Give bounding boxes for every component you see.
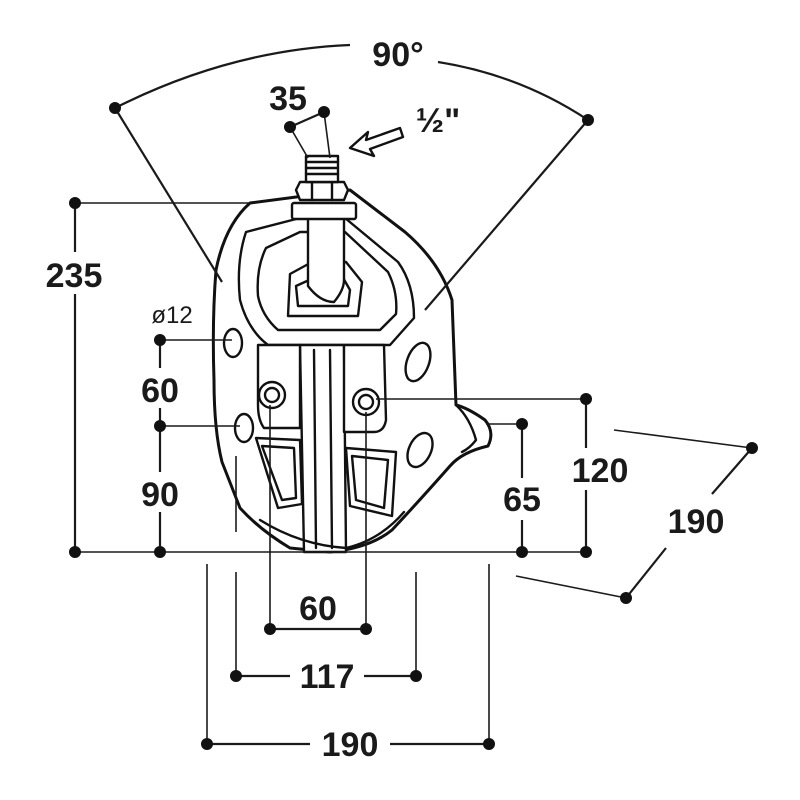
- bottom-bolt-spacing-dimension: 60: [264, 405, 372, 635]
- inner-frame-outer: [237, 216, 416, 347]
- depth-dot-bottom: [620, 592, 632, 604]
- mid-width-dot-right: [410, 670, 422, 682]
- label-bolt-60-bg: [290, 590, 348, 624]
- angle-dot-left: [109, 102, 121, 114]
- angle-arc-left: [114, 43, 351, 109]
- nipple-ext-right: [323, 111, 331, 159]
- depth-dimension: 190: [515, 429, 758, 604]
- bowl-bottom-curve: [258, 510, 406, 550]
- depth-ext-top: [613, 429, 753, 449]
- height-235-dot-top: [69, 197, 81, 209]
- inner-frame-inner: [256, 230, 398, 332]
- left-dot-top: [154, 334, 166, 346]
- height-65-dot-bottom: [516, 546, 528, 558]
- thread-label: ½": [416, 102, 460, 140]
- total-width-dot-right: [483, 738, 495, 750]
- bowl-body: [211, 154, 493, 554]
- mount-hole-upper-right: [404, 341, 432, 383]
- angle-dot-right: [582, 114, 594, 126]
- angle-label: 90°: [372, 36, 423, 74]
- mid-width-dot-left: [230, 670, 242, 682]
- height-235-dot-bottom: [69, 546, 81, 558]
- hole-spacing-label: 60: [141, 372, 179, 410]
- depth-line-lower: [625, 547, 667, 599]
- bolt-right-core: [357, 393, 375, 411]
- height-120-dot-top: [580, 393, 592, 405]
- nipple-width-dimension: 35: [269, 80, 331, 159]
- mid-width-dimension: 117: [230, 456, 422, 696]
- label-120-bg: [560, 448, 630, 490]
- height-65-label: 65: [503, 481, 541, 519]
- nipple-dim-line: [289, 110, 325, 129]
- depth-dot-top: [746, 442, 758, 454]
- hole-diameter-label: ø12: [151, 302, 192, 329]
- left-dot-mid: [154, 420, 166, 432]
- bottom-hole-spacing-label: 60: [299, 590, 337, 628]
- right-pocket-shade: [350, 454, 390, 510]
- label-90-bg: [132, 472, 188, 512]
- depth-ext-bottom: [515, 575, 627, 599]
- thread-arrow-icon: [348, 126, 405, 158]
- bottom-total-width-label: 190: [322, 726, 379, 764]
- valve-stem: [306, 216, 346, 304]
- total-width-dot-left: [201, 738, 213, 750]
- depth-label: 190: [668, 503, 725, 541]
- label-65-bg: [496, 478, 548, 520]
- nipple-dot-right: [318, 106, 330, 118]
- mount-hole-lower-left: [233, 412, 255, 444]
- right-height-dimensions: 120 65: [376, 393, 630, 558]
- bolt-right: [351, 387, 381, 417]
- mount-hole-lower-right: [406, 431, 434, 469]
- bolt-left-core: [263, 386, 281, 404]
- angle-arc-right: [437, 60, 589, 121]
- center-channel: [298, 343, 348, 554]
- left-dot-bottom: [154, 546, 166, 558]
- channel-line-left: [312, 348, 318, 550]
- left-pocket-shade: [260, 444, 298, 502]
- total-height-dimension: 235: [38, 197, 586, 558]
- height-120-dot-bottom: [580, 546, 592, 558]
- angle-dimension: 90°: [109, 36, 594, 311]
- channel-line-right: [328, 348, 334, 550]
- bottom-mid-width-label: 117: [300, 658, 355, 696]
- left-hole-dimensions: 60 90: [132, 334, 240, 558]
- mount-plate: [290, 201, 358, 221]
- mount-hole-upper-left: [222, 327, 244, 359]
- total-height-label: 235: [46, 257, 103, 295]
- right-pocket: [344, 446, 398, 518]
- nipple-dot-left: [284, 121, 296, 133]
- angle-leg-left: [114, 107, 223, 283]
- angle-leg-right: [424, 119, 589, 311]
- total-width-dimension: 190: [201, 564, 495, 764]
- height-65-dot-top: [516, 418, 528, 430]
- hole-height-label: 90: [141, 476, 179, 514]
- bolt-spacing-dot-left: [264, 623, 276, 635]
- nipple-width-label: 35: [269, 80, 307, 118]
- hex-nut: [294, 180, 350, 202]
- bolt-spacing-dot-right: [360, 623, 372, 635]
- label-60-bg: [132, 368, 188, 408]
- bolt-left: [257, 380, 287, 410]
- depth-line-upper: [711, 447, 753, 495]
- thread-callout: ½": [348, 102, 460, 158]
- height-235-label-bg: [38, 252, 112, 294]
- height-120-label: 120: [572, 452, 629, 490]
- bowl-lip: [454, 403, 478, 454]
